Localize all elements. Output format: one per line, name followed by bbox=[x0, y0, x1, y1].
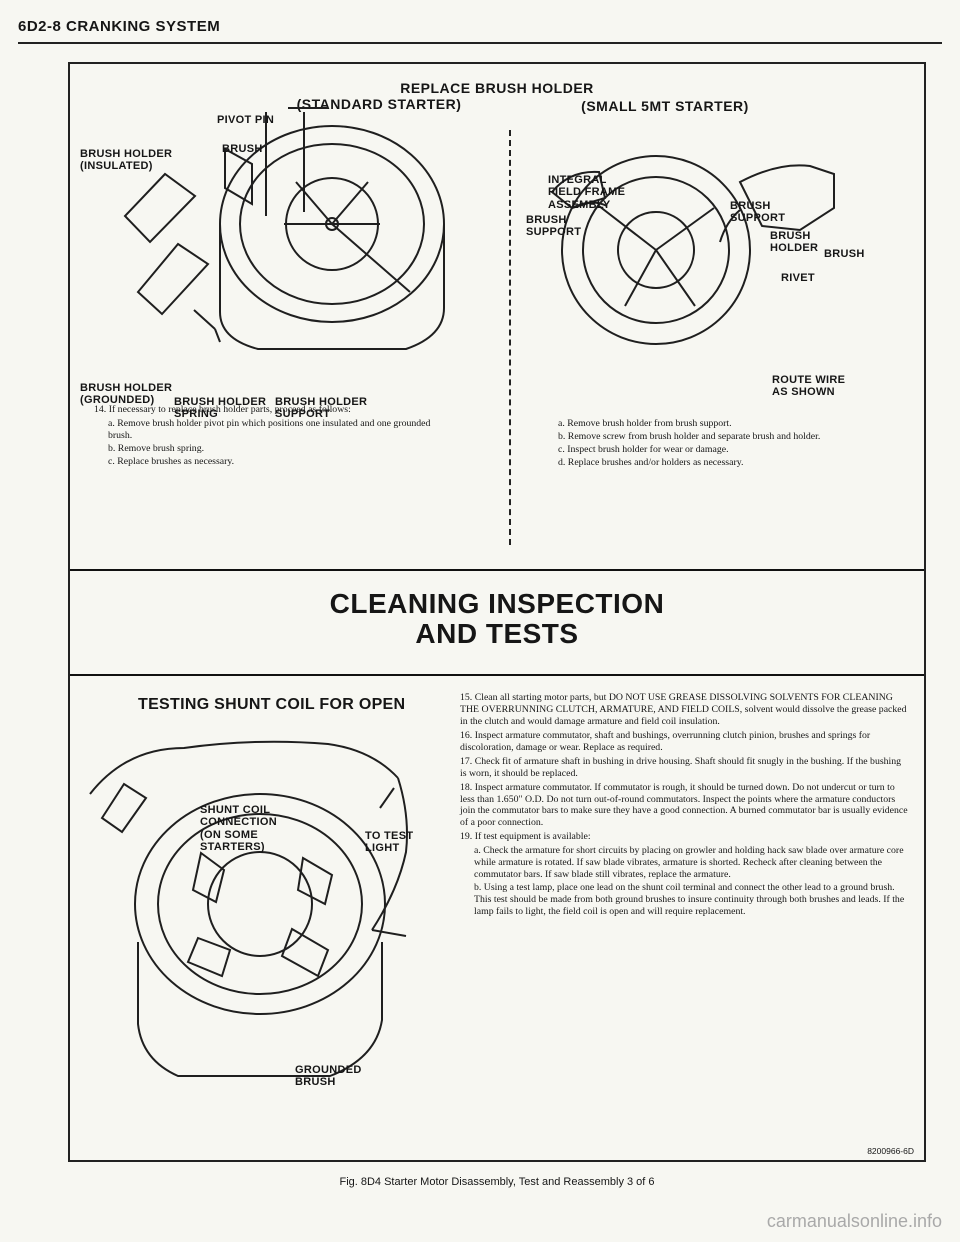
header-rule bbox=[18, 42, 942, 44]
page-header: 6D2-8 CRANKING SYSTEM bbox=[18, 18, 221, 35]
top-title: REPLACE BRUSH HOLDER bbox=[400, 80, 594, 96]
brush-holder-label: BRUSH HOLDER bbox=[770, 230, 819, 255]
step-14-intro: 14. If necessary to replace brush holder… bbox=[94, 404, 431, 467]
watermark: carmanualsonline.info bbox=[766, 1211, 942, 1231]
ref-code: 8200966-6D bbox=[867, 1146, 914, 1156]
brush-holder-insulated-label: BRUSH HOLDER (INSULATED) bbox=[80, 148, 173, 173]
small-starter-diagram: INTEGRAL FIELD FRAME ASSEMBLY BRUSH SUPP… bbox=[500, 104, 910, 398]
testing-title: TESTING SHUNT COIL FOR OPEN bbox=[138, 696, 406, 713]
integral-frame-label: INTEGRAL FIELD FRAME ASSEMBLY bbox=[548, 174, 626, 211]
section-title: CLEANING INSPECTION AND TESTS bbox=[329, 588, 665, 650]
step-14-right: a. Remove brush holder from brush suppor… bbox=[558, 418, 821, 468]
test-light-label: TO TEST LIGHT bbox=[365, 830, 414, 855]
brush-label: BRUSH bbox=[222, 143, 263, 155]
section-band bbox=[70, 569, 924, 676]
small-title: (SMALL 5MT STARTER) bbox=[581, 98, 749, 114]
testing-diagram: SHUNT COIL CONNECTION (ON SOME STARTERS)… bbox=[80, 724, 450, 1124]
brush-holder-grounded-label: BRUSH HOLDER (GROUNDED) bbox=[80, 382, 173, 407]
small-starter-drawing bbox=[550, 155, 835, 345]
figure-frame: REPLACE BRUSH HOLDER (STANDARD STARTER) … bbox=[68, 62, 926, 1188]
brush-holder-spring-label: BRUSH HOLDER SPRING bbox=[174, 396, 267, 421]
brush-right-label: BRUSH bbox=[824, 248, 865, 260]
pivot-pin-label: PIVOT PIN bbox=[217, 114, 275, 126]
standard-title: (STANDARD STARTER) bbox=[296, 96, 462, 112]
route-wire-label: ROUTE WIRE AS SHOWN bbox=[772, 374, 846, 399]
brush-support-left-label: BRUSH SUPPORT bbox=[526, 214, 582, 239]
standard-starter-drawing bbox=[123, 107, 445, 350]
vertical-divider bbox=[509, 130, 511, 545]
brush-holder-support-label: BRUSH HOLDER SUPPORT bbox=[275, 396, 368, 421]
brush-support-right-label: BRUSH SUPPORT bbox=[730, 200, 786, 225]
grounded-brush-label: GROUNDED BRUSH bbox=[295, 1064, 362, 1089]
shunt-coil-label: SHUNT COIL CONNECTION (ON SOME STARTERS) bbox=[200, 804, 277, 853]
figure-caption: Fig. 8D4 Starter Motor Disassembly, Test… bbox=[339, 1176, 655, 1188]
cleaning-steps: 15. Clean all starting motor parts, but … bbox=[460, 692, 908, 917]
standard-starter-diagram: PIVOT PIN BRUSH BRUSH HOLDER (INSULATED)… bbox=[70, 104, 460, 420]
rivet-label: RIVET bbox=[781, 272, 815, 284]
testing-drawing bbox=[89, 740, 408, 1077]
